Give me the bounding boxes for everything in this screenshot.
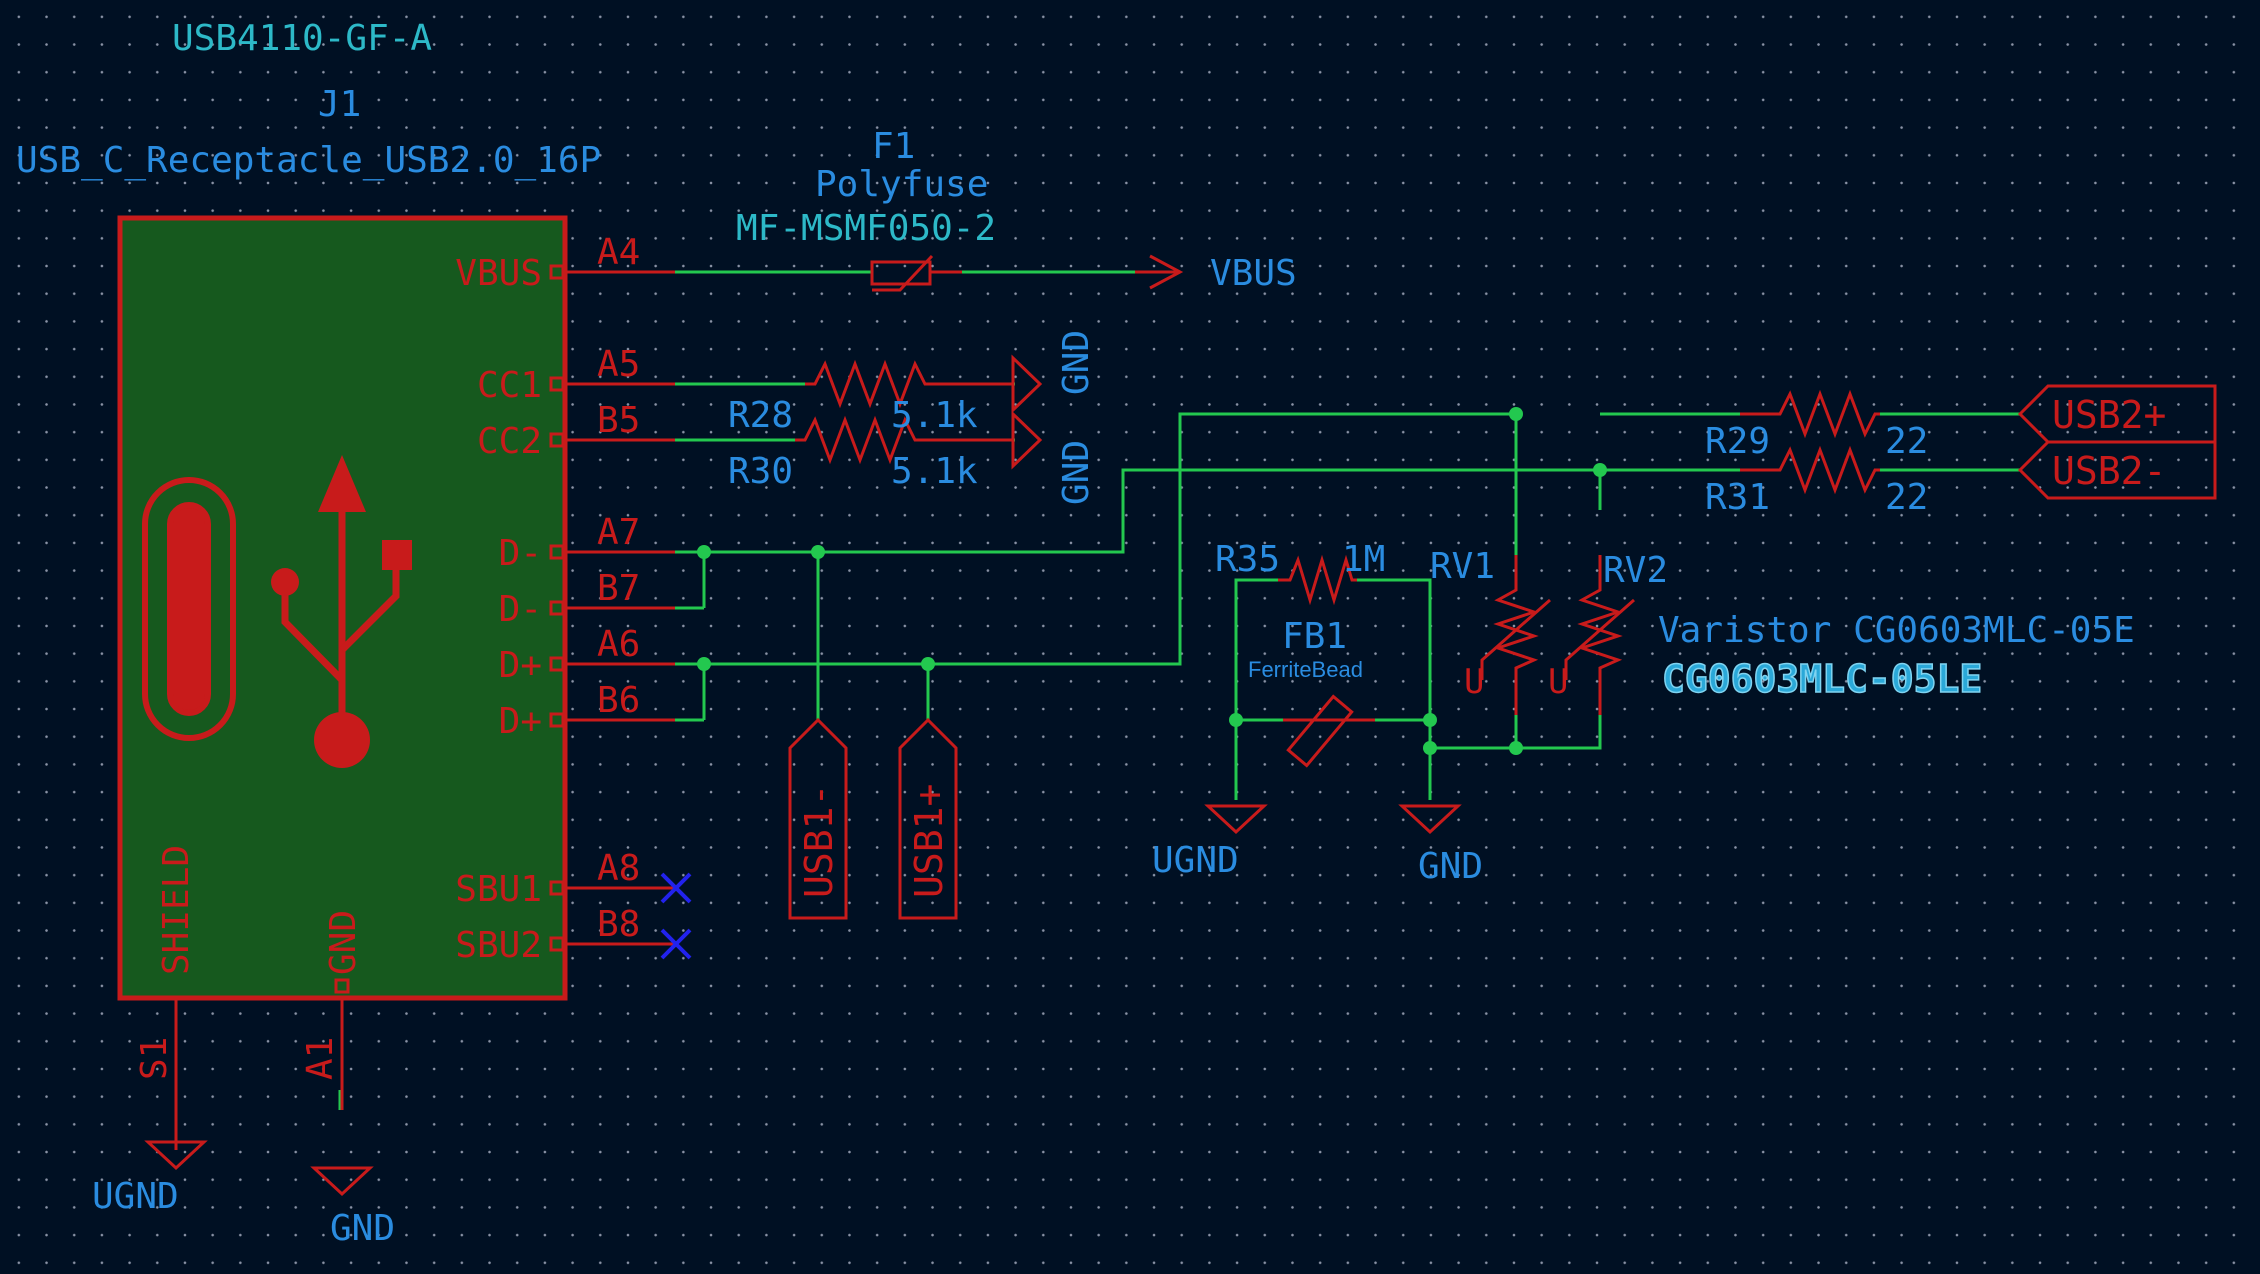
- shield-ugnd-symbol: [144, 1140, 208, 1171]
- usb-c-port-icon: [142, 477, 236, 741]
- rv2-ref: RV2: [1603, 550, 1668, 591]
- connector-ref: J1: [318, 84, 361, 125]
- fuse-type: Polyfuse: [815, 164, 988, 205]
- pin-number-a1: A1: [300, 1037, 341, 1080]
- pin-name-shield: SHIELD: [156, 845, 197, 975]
- net-label-usb2-plus-shape: [2017, 384, 2217, 444]
- varistor-value: Varistor CG0603MLC-05E: [1658, 610, 2135, 651]
- connector-pin-names: VBUS CC1 CC2 D- D- D+ D+ SBU1 SBU2: [455, 253, 542, 966]
- r35-ref: R35: [1215, 539, 1280, 580]
- r28-value: 5.1k: [891, 395, 978, 436]
- pin-name-cc1: CC1: [477, 365, 542, 406]
- rv1-u-mark: U: [1464, 662, 1484, 702]
- rv2-u-mark: U: [1548, 662, 1568, 702]
- net-label-ugnd-connector: UGND: [92, 1176, 179, 1217]
- r30-ref: R30: [728, 451, 793, 492]
- usb-c-connector[interactable]: [117, 215, 675, 1150]
- connector-gnd-symbol: [310, 1166, 374, 1197]
- pin-name-sbu1: SBU1: [455, 869, 542, 910]
- net-label-gnd-connector: GND: [330, 1208, 395, 1249]
- r29-ref: R29: [1705, 421, 1770, 462]
- pin-name-sbu2: SBU2: [455, 925, 542, 966]
- no-connect-markers: [660, 872, 692, 960]
- junction-dots: [697, 407, 1607, 755]
- net-label-usb1-minus-shape: [788, 717, 848, 920]
- ferrite-bead-fb1[interactable]: [1283, 694, 1375, 768]
- usb-logo-icon: [271, 455, 412, 768]
- resistor-r30[interactable]: [795, 415, 965, 465]
- fb1-ugnd-symbol: [1204, 804, 1268, 835]
- net-label-usb2-minus-shape: [2017, 440, 2217, 500]
- resistor-r31[interactable]: [1740, 445, 1880, 495]
- vbus-power-symbol: [1135, 254, 1184, 290]
- connector-footprint: USB_C_Receptacle_USB2.0_16P: [16, 140, 601, 181]
- fuse-ref: F1: [872, 126, 915, 167]
- pin-name-dm2: D-: [499, 589, 542, 630]
- fb1-ref: FB1: [1282, 616, 1347, 657]
- net-label-usb1-minus[interactable]: USB1-: [797, 784, 841, 898]
- r28-ref: R28: [728, 395, 793, 436]
- rv1-ref: RV1: [1430, 546, 1495, 587]
- resistor-r29[interactable]: [1740, 389, 1880, 439]
- pin-name-cc2: CC2: [477, 421, 542, 462]
- varistor-rv1[interactable]: [1480, 555, 1551, 715]
- net-label-ugnd-fb1: UGND: [1152, 840, 1239, 881]
- pin-number-b7: B7: [597, 568, 640, 609]
- net-label-usb2-plus[interactable]: USB2+: [2052, 393, 2166, 437]
- net-label-vbus: VBUS: [1210, 253, 1297, 294]
- connector-pin-numbers: A4 A5 B5 A7 B7 A6 B6 A8 B8: [597, 232, 640, 945]
- r31-value: 22: [1885, 477, 1928, 518]
- pin-name-dp1: D+: [499, 645, 542, 686]
- pin-number-a7: A7: [597, 512, 640, 553]
- pin-number-b6: B6: [597, 680, 640, 721]
- connector-value: USB4110-GF-A: [172, 18, 432, 59]
- pin-number-b5: B5: [597, 400, 640, 441]
- pin-name-vbus: VBUS: [455, 253, 542, 294]
- resistor-r35[interactable]: [1278, 554, 1357, 606]
- net-label-usb2-minus[interactable]: USB2-: [2052, 449, 2166, 493]
- fb1-gnd-symbol: [1398, 804, 1462, 835]
- r30-value: 5.1k: [891, 451, 978, 492]
- pin-name-dp2: D+: [499, 701, 542, 742]
- polyfuse-f1[interactable]: [870, 254, 962, 292]
- r35-value: 1M: [1342, 539, 1385, 580]
- pin-number-a6: A6: [597, 624, 640, 665]
- pin-name-dm1: D-: [499, 533, 542, 574]
- r29-value: 22: [1885, 421, 1928, 462]
- net-label-usb1-plus[interactable]: USB1+: [907, 784, 951, 898]
- net-label-gnd-fb1: GND: [1418, 846, 1483, 887]
- pin-number-b8: B8: [597, 904, 640, 945]
- cc-gnd-symbols: [965, 354, 1043, 470]
- pin-number-a8: A8: [597, 848, 640, 889]
- pin-number-a4: A4: [597, 232, 640, 273]
- pin-number-a5: A5: [597, 344, 640, 385]
- resistor-r28[interactable]: [805, 359, 965, 409]
- net-label-usb1-plus-shape: [898, 717, 958, 920]
- pin-name-gnd: GND: [323, 910, 364, 975]
- varistor-value-highlighted[interactable]: CG0603MLC-05LE: [1661, 656, 1983, 702]
- r31-ref: R31: [1705, 477, 1770, 518]
- fb1-value: FerriteBead: [1248, 657, 1363, 682]
- fuse-value: MF-MSMF050-2: [736, 208, 996, 249]
- net-label-gnd-cc1: GND: [1056, 330, 1097, 395]
- varistor-rv2[interactable]: [1564, 555, 1635, 715]
- pin-number-s1: S1: [134, 1037, 175, 1080]
- net-label-gnd-cc2: GND: [1056, 440, 1097, 505]
